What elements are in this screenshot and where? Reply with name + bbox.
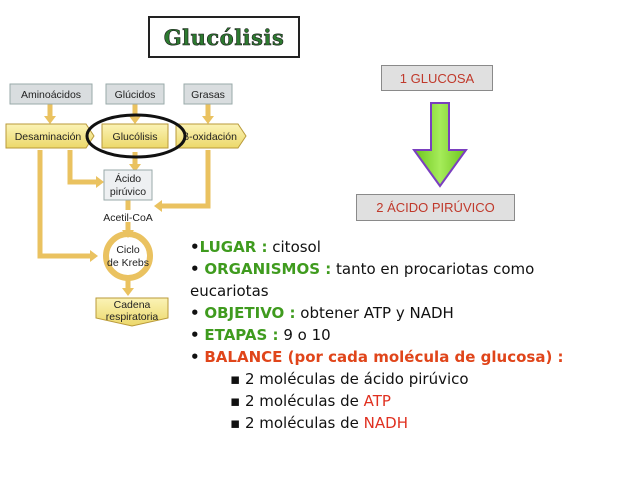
box-glucidos	[105, 83, 165, 105]
label-acido-2: pirúvico	[110, 186, 146, 198]
etapas-value: 9 o 10	[278, 326, 331, 344]
box-acido-piruvico	[103, 169, 153, 201]
sub-bullet: ▪	[230, 392, 241, 410]
connector-desaminacion-piruvico	[67, 150, 98, 185]
bullet-dot: •	[190, 348, 200, 366]
balance-atp-prefix: 2 moléculas de	[240, 392, 364, 410]
bullet-dot: •	[190, 260, 200, 278]
label-ciclo-1: Ciclo	[116, 244, 139, 256]
arrowhead	[129, 116, 141, 124]
objetivo-value: obtener ATP y NADH	[295, 304, 454, 322]
organismos-value-cont: eucariotas	[190, 282, 269, 300]
balance-label: BALANCE (por cada molécula de glucosa) :	[204, 348, 564, 366]
fact-balance: • BALANCE (por cada molécula de glucosa)…	[190, 346, 630, 368]
arrowhead	[129, 164, 141, 172]
bullet-dot: •	[190, 238, 200, 256]
piruvico-text: 2 ÁCIDO PIRÚVICO	[376, 200, 495, 215]
glucolisis-highlight-circle	[85, 113, 187, 159]
label-aminoacidos: Aminoácidos	[21, 89, 81, 101]
lugar-value: citosol	[267, 238, 321, 256]
arrowhead	[122, 288, 134, 296]
etapas-label: ETAPAS :	[204, 326, 279, 344]
label-glucolisis: Glucólisis	[113, 131, 158, 143]
label-glucidos: Glúcidos	[115, 89, 156, 101]
krebs-cycle-ring	[103, 231, 153, 281]
balance-nadh-prefix: 2 moléculas de	[240, 414, 364, 432]
label-grasas: Grasas	[191, 89, 225, 101]
arrowhead	[44, 116, 56, 124]
connector-oxidacion-acetil	[160, 150, 211, 209]
label-cadena-1: Cadena	[114, 299, 151, 311]
glucosa-text: 1 GLUCOSA	[399, 70, 475, 86]
organismos-value: tanto en procariotas como	[331, 260, 535, 278]
box-beta-oxidacion	[175, 123, 247, 149]
fact-lugar: •LUGAR : citosol	[190, 236, 630, 258]
arrowhead	[96, 176, 104, 188]
box-grasas	[183, 83, 233, 105]
sub-bullet: ▪	[230, 414, 241, 432]
glucosa-label: 1 GLUCOSA	[381, 65, 493, 91]
lugar-label: LUGAR :	[199, 238, 268, 256]
balance-atp-highlight: ATP	[363, 392, 391, 410]
connector-arrowheads	[44, 116, 214, 296]
fact-etapas: • ETAPAS : 9 o 10	[190, 324, 630, 346]
sub-bullet: ▪	[230, 370, 241, 388]
objetivo-label: OBJETIVO :	[204, 304, 296, 322]
balance-item-atp: ▪ 2 moléculas de ATP	[190, 390, 630, 412]
arrowhead	[90, 250, 98, 262]
balance-item-piruvico: ▪ 2 moléculas de ácido pirúvico	[190, 368, 630, 390]
fact-organismos-cont: eucariotas	[190, 280, 630, 302]
green-down-arrow	[412, 102, 468, 188]
fact-organismos: • ORGANISMOS : tanto en procariotas como	[190, 258, 630, 280]
page-title: Glucólisis	[163, 24, 285, 50]
arrowhead	[154, 200, 162, 212]
lower-pathway: Ácido pirúvico Acetil-CoA Ciclo de Krebs…	[95, 169, 169, 327]
balance-nadh-highlight: NADH	[363, 414, 408, 432]
box-aminoacidos	[9, 83, 93, 105]
organismos-label: ORGANISMOS :	[204, 260, 332, 278]
box-cadena-respiratoria	[95, 297, 169, 327]
piruvico-label: 2 ÁCIDO PIRÚVICO	[356, 194, 515, 221]
arrowhead	[202, 116, 214, 124]
fact-objetivo: • OBJETIVO : obtener ATP y NADH	[190, 302, 630, 324]
box-glucolisis	[101, 123, 169, 149]
glycolysis-facts-list: •LUGAR : citosol • ORGANISMOS : tanto en…	[190, 236, 630, 434]
label-beta-oxidacion: β-oxidación	[183, 131, 237, 143]
label-acetil-coa: Acetil-CoA	[103, 212, 153, 224]
bullet-dot: •	[190, 326, 200, 344]
connector-desaminacion-krebs	[37, 150, 92, 259]
label-cadena-2: respiratoria	[106, 311, 159, 323]
label-desaminacion: Desaminación	[15, 131, 82, 143]
bullet-dot: •	[190, 304, 200, 322]
balance-item-nadh: ▪ 2 moléculas de NADH	[190, 412, 630, 434]
title-box: Glucólisis	[148, 16, 300, 58]
source-boxes: Aminoácidos Glúcidos Grasas	[9, 83, 233, 105]
process-boxes: Desaminación β-oxidación Glucólisis	[5, 113, 247, 159]
balance-piruvico-text: 2 moléculas de ácido pirúvico	[240, 370, 469, 388]
label-ciclo-2: de Krebs	[107, 257, 149, 269]
label-acido-1: Ácido	[115, 172, 141, 185]
